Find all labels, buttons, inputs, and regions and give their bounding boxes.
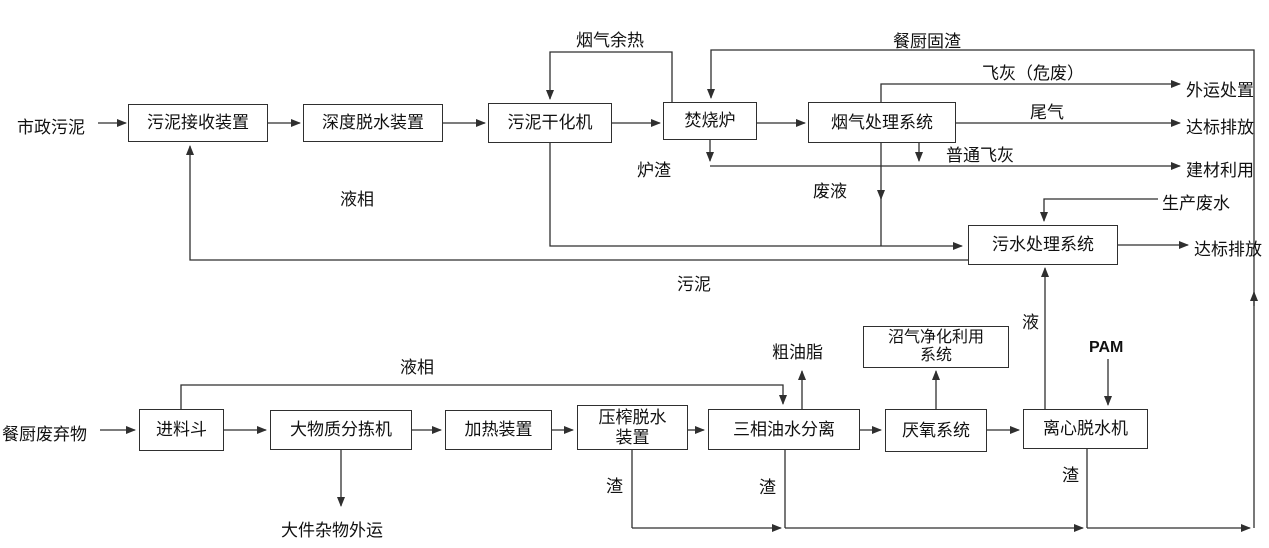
node-large-sorter: 大物质分拣机 xyxy=(270,410,412,450)
label-fly-ash-hazardous: 飞灰（危废） xyxy=(982,64,1084,83)
label-outbound-disposal: 外运处置 xyxy=(1186,81,1254,100)
node-wastewater-system: 污水处理系统 xyxy=(968,225,1118,265)
label-residue-centrifuge: 渣 xyxy=(1062,466,1079,485)
node-sludge-receiving: 污泥接收装置 xyxy=(128,104,268,142)
label-liquid-phase-bottom: 液相 xyxy=(400,358,434,377)
node-flue-gas-system: 烟气处理系统 xyxy=(808,102,956,143)
label-crude-oil: 粗油脂 xyxy=(772,343,823,362)
label-slag: 炉渣 xyxy=(637,161,671,180)
label-flue-gas-heat: 烟气余热 xyxy=(576,31,644,50)
label-waste-liquid: 废液 xyxy=(813,182,847,201)
edge-liquid-phase-bypass xyxy=(180,384,787,409)
node-sludge-dryer: 污泥干化机 xyxy=(488,103,612,143)
node-three-phase-separation: 三相油水分离 xyxy=(708,409,860,450)
node-feed-hopper: 进料斗 xyxy=(139,409,224,451)
label-discharge-standard-2: 达标排放 xyxy=(1194,240,1262,259)
node-incinerator: 焚烧炉 xyxy=(663,102,757,140)
label-residue-threephase: 渣 xyxy=(759,478,776,497)
label-building-material: 建材利用 xyxy=(1186,161,1254,180)
label-liquid: 液 xyxy=(1022,313,1039,332)
label-residue-press: 渣 xyxy=(606,477,623,496)
edge-liquid-phase-to-wwt xyxy=(549,143,963,250)
node-deep-dewatering: 深度脱水装置 xyxy=(303,104,443,142)
edge-sludge-return xyxy=(186,145,968,261)
edge-flue-gas-heat xyxy=(546,51,673,102)
node-press-dewatering: 压榨脱水装置 xyxy=(577,405,688,450)
label-municipal-sludge: 市政污泥 xyxy=(17,118,85,137)
label-sludge-return: 污泥 xyxy=(677,275,711,294)
edge-fly-ash-hazardous xyxy=(880,80,1181,102)
label-production-wastewater: 生产废水 xyxy=(1162,194,1230,213)
node-biogas-purification-system: 沼气净化利用系统 xyxy=(863,326,1009,368)
label-tail-gas: 尾气 xyxy=(1030,103,1064,122)
label-ordinary-fly-ash: 普通飞灰 xyxy=(946,146,1014,165)
edge-production-wastewater xyxy=(1040,198,1158,222)
label-kitchen-waste: 餐厨废弃物 xyxy=(2,425,87,444)
label-kitchen-solid-residue: 餐厨固渣 xyxy=(893,32,961,51)
label-pam: PAM xyxy=(1089,339,1124,356)
edge-kitchen-residue-riser xyxy=(707,49,1255,528)
node-centrifuge: 离心脱水机 xyxy=(1023,409,1148,449)
label-bulky-waste-out: 大件杂物外运 xyxy=(281,521,383,540)
node-anaerobic-system: 厌氧系统 xyxy=(885,409,987,452)
label-discharge-standard-1: 达标排放 xyxy=(1186,118,1254,137)
node-heater: 加热装置 xyxy=(445,410,552,450)
label-liquid-phase-top: 液相 xyxy=(340,190,374,209)
